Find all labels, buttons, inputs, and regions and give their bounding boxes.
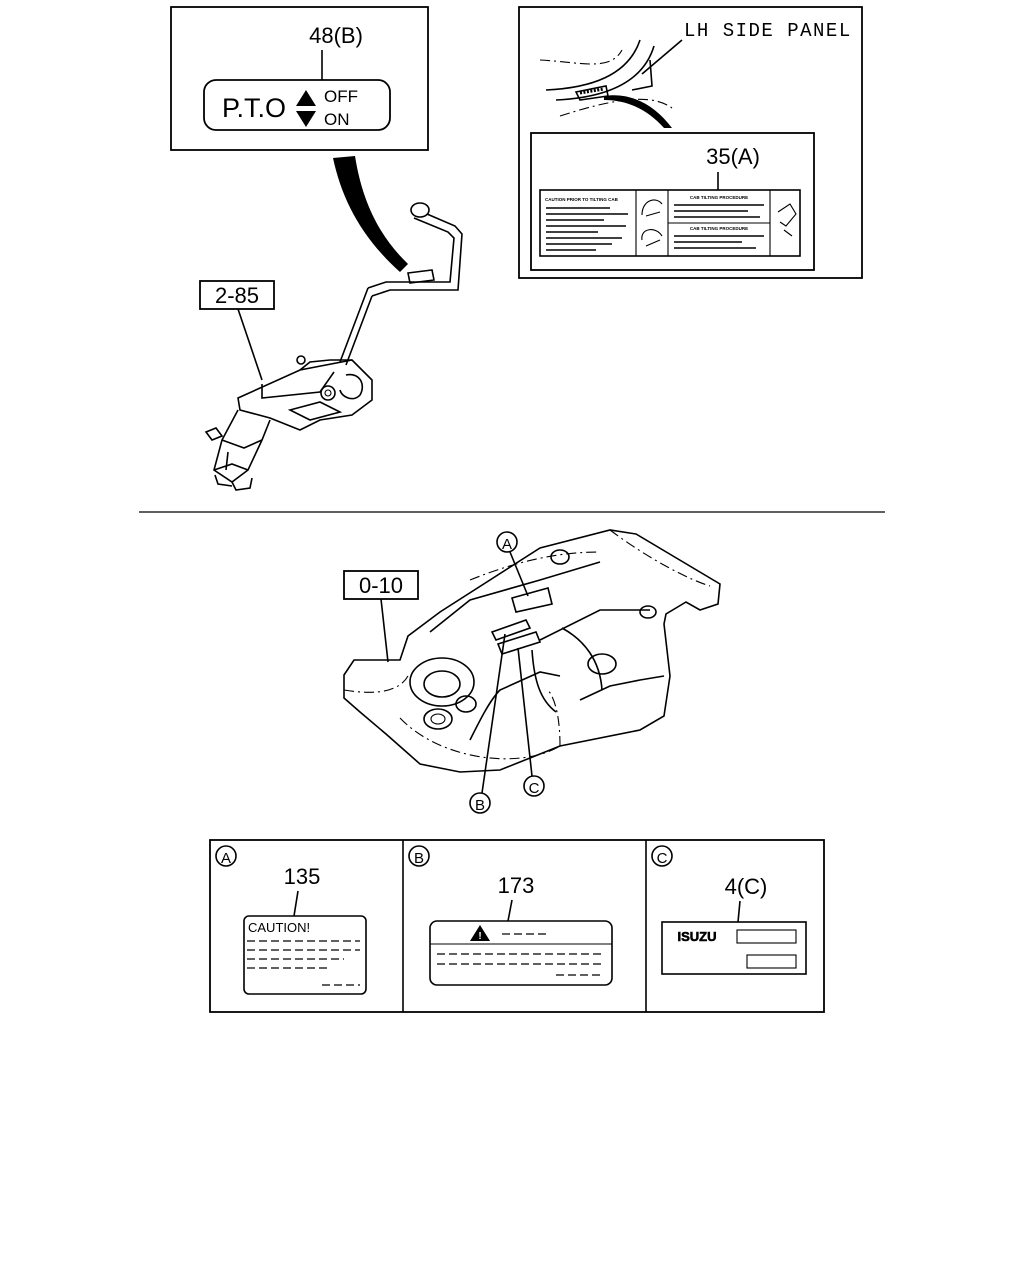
part-ref-2-85-frame: [199, 280, 275, 310]
curved-arrow-icon: [333, 156, 408, 272]
marker-c: C: [657, 850, 668, 867]
up-arrow-icon: [296, 90, 316, 106]
marker-b: B: [414, 850, 424, 867]
callout-b: B: [469, 633, 506, 814]
cab-tilting-sticker: [539, 189, 801, 257]
cab-label-ref: 35(A): [706, 144, 760, 169]
lh-side-panel-text: LH SIDE PANEL: [684, 20, 852, 42]
lh-side-panel-leader: [641, 39, 683, 75]
label-detail-b: B 173 !: [408, 845, 613, 986]
svg-text:C: C: [529, 780, 540, 797]
pto-text: P.T.O: [222, 93, 286, 123]
caution-text: CAUTION!: [248, 920, 310, 935]
pto-on-text: ON: [324, 110, 350, 129]
label-b-patch: [490, 619, 532, 641]
part-ref-0-10-text: 0-10: [359, 573, 403, 598]
callout-a: A: [496, 531, 529, 597]
label-detail-c: C 4(C) ISUZU: [651, 845, 807, 975]
callout-c: C: [517, 647, 545, 797]
part-ref-0-10-leader: [380, 598, 389, 663]
isuzu-logo: ISUZU: [678, 929, 717, 944]
svg-text:B: B: [475, 797, 485, 814]
swoosh-arrow-icon: [604, 95, 672, 128]
label-detail-a: A 135 CAUTION!: [215, 845, 367, 995]
sticker-right-title-2: CAB TILTING PROCEDURE: [690, 226, 748, 231]
warning-triangle-icon: [470, 925, 490, 941]
pto-label-detail: 48(B) P.T.O OFF ON: [170, 6, 429, 151]
label-details-table: A 135 CAUTION! B 173 !: [209, 839, 825, 1013]
pto-ref-label: 48(B): [309, 23, 363, 48]
svg-text:A: A: [502, 536, 512, 553]
svg-text:!: !: [478, 931, 481, 942]
label-c-patch: [496, 631, 542, 655]
part-ref-2-85: 2-85: [199, 280, 275, 381]
sticker-right-title-1: CAB TILTING PROCEDURE: [690, 195, 748, 200]
caution-cab-label-frame: [530, 132, 815, 271]
label-173-ref: 173: [498, 873, 535, 898]
down-arrow-icon: [296, 111, 316, 127]
marker-a: A: [221, 850, 231, 867]
cab-floor-assembly: [343, 529, 721, 773]
label-4c-sticker: [661, 921, 807, 975]
part-ref-2-85-text: 2-85: [215, 283, 259, 308]
part-ref-0-10: 0-10: [343, 570, 419, 663]
lh-side-panel-detail: LH SIDE PANEL 35(A) CAUTION PRIOR TO TIL…: [518, 6, 863, 279]
label-135-sticker: [243, 915, 367, 995]
pto-off-text: OFF: [324, 87, 358, 106]
pto-lever-assembly: [204, 202, 463, 491]
part-ref-2-85-leader: [237, 308, 263, 381]
label-a-patch: [511, 587, 553, 613]
sticker-left-title: CAUTION PRIOR TO TILTING CAB: [545, 197, 619, 202]
label-4c-ref: 4(C): [725, 874, 768, 899]
label-135-ref: 135: [284, 864, 321, 889]
